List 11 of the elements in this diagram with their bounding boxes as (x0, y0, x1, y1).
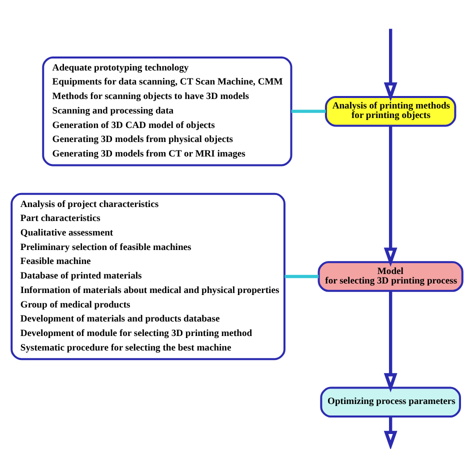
node-box: Analysis of printing methods for printing objects (324, 96, 456, 127)
connector (291, 110, 326, 113)
arrow (384, 126, 398, 267)
node-box: Optimizing process parameters (320, 386, 461, 418)
node-box: Adequate prototyping technology Equipments for data scanning, CT Scan Machine, CMM Methods for scanning objects to have 3D models Scanning and processing data Generation of 3D CAD model of objects Generating 3D models from physical objects Generating 3D models from CT or MRI images (42, 56, 292, 166)
connector (284, 274, 319, 278)
node-box: Model for selecting 3D printing process (318, 261, 464, 292)
arrow (384, 28, 398, 102)
arrow (384, 416, 398, 449)
arrow (384, 291, 398, 392)
node-box: Analysis of project characteristics Part characteristics Qualitative assessment Preliminary selection of feasible machines Feasible machine Database of printed materials Information of materials about medical and physical properties Group of medical products Development of materials and products database Development of module for selecting 3D printing method Systematic procedure for selecting the best machine (10, 192, 286, 360)
